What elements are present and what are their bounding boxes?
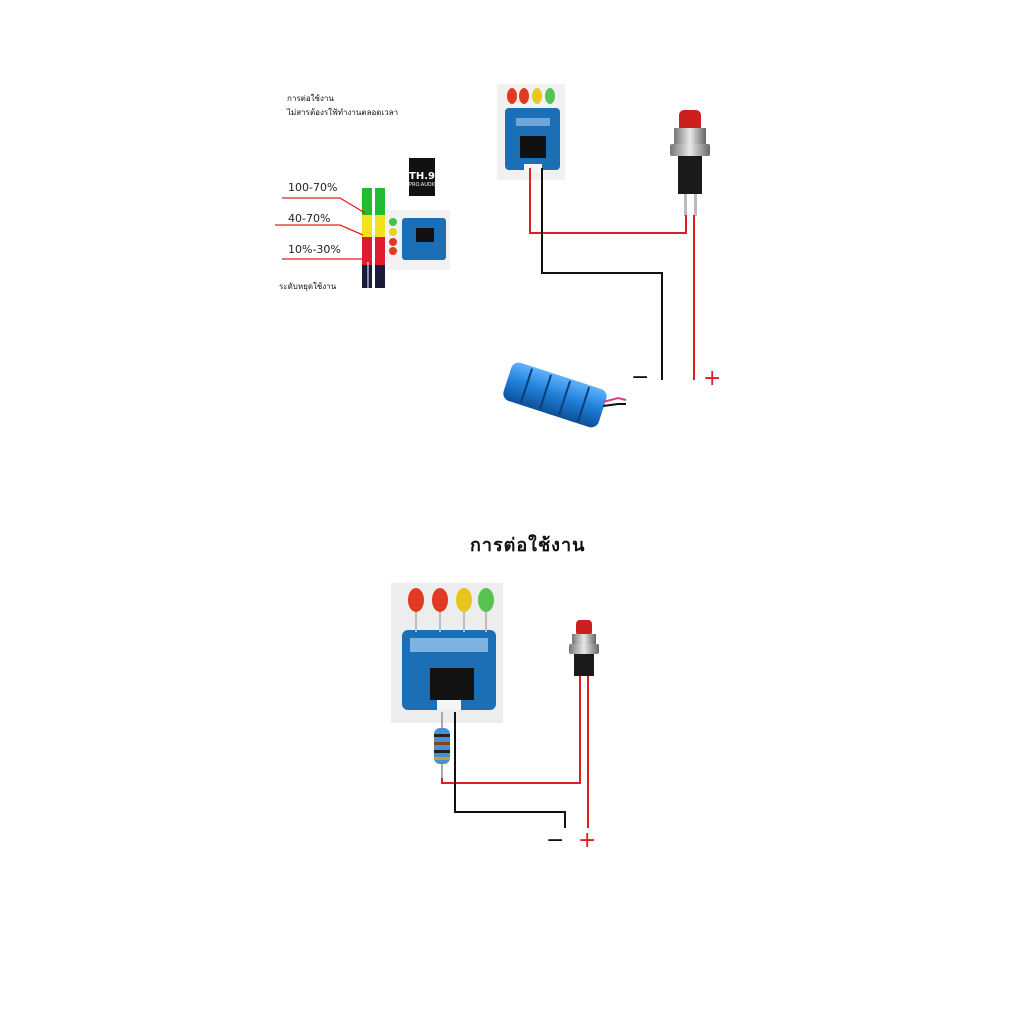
bottom-title: การต่อใช้งาน	[470, 535, 586, 556]
top-led-module	[497, 84, 565, 180]
bottom-wires	[441, 676, 589, 828]
top-push-button	[670, 110, 710, 216]
top-minus-sign: −	[631, 365, 650, 390]
bottom-plus-sign: +	[578, 828, 597, 853]
top-wires	[529, 168, 695, 380]
level-pointer-lines	[275, 197, 366, 260]
top-note-line2: ไม่สารต้องรใฟ้ทำงานตลอดเวลา	[287, 108, 399, 117]
level-label-high: 100-70%	[288, 181, 338, 194]
level-label-mid: 40-70%	[288, 212, 331, 225]
bottom-push-button	[569, 620, 599, 676]
level-bar-graphic	[362, 188, 385, 288]
bottom-led-module	[391, 583, 503, 723]
bottom-minus-sign: −	[546, 828, 565, 853]
battery-pack	[503, 362, 627, 428]
level-label-low: 10%-30%	[288, 243, 341, 256]
top-plus-sign: +	[703, 366, 722, 391]
th9-logo: TH.9 PRO.AUDIO	[409, 158, 437, 196]
stop-level-label: ระดับหยุดใช้งาน	[279, 282, 337, 291]
top-note-line1: การต่อใช้งาน	[287, 94, 334, 103]
small-led-module	[386, 210, 450, 270]
resistor	[434, 712, 450, 780]
